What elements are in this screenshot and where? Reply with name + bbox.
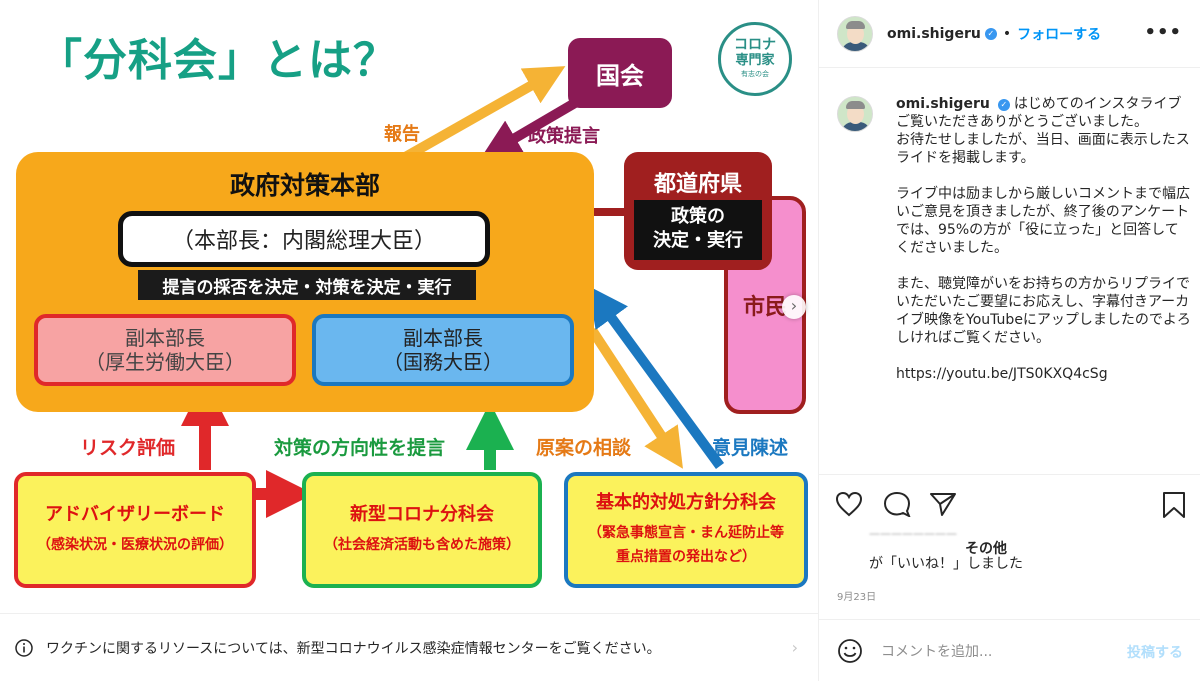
covid-subcommittee-title: 新型コロナ分科会 — [350, 504, 494, 525]
caption-paragraph-1: はじめてのインスタライブご覧いただきありがとうございました。 お待たせしましたが… — [896, 96, 1190, 166]
hq-chief: （本部長：内閣総理大臣） — [118, 211, 490, 267]
likes-text: ———————— が「いいね！」しました — [869, 527, 1023, 573]
policy-proposal-label: 政策提言 — [528, 126, 600, 147]
slide-title: 「分科会」とは？ — [38, 35, 398, 86]
post-sidebar: omi.shigeru ✓ • フォローする ••• omi.shigeru✓は… — [818, 0, 1200, 681]
post-image[interactable]: 「分科会」とは？ コロナ 専門家 有志の会 国会 報告 政策提言 政府対策本部 … — [0, 0, 818, 613]
likes-suffix: が「いいね！」しました — [869, 556, 1023, 572]
prefecture-title: 都道府県 — [653, 172, 742, 197]
chevron-right-icon: › — [791, 638, 798, 657]
comment-bar: コメントを追加... 投稿する — [819, 619, 1200, 681]
risk-eval-label: リスク評価 — [80, 437, 176, 459]
covid-subcommittee-sub: （社会経済活動も含めた施策） — [324, 537, 520, 553]
next-slide-button[interactable]: › — [782, 295, 806, 319]
advisory-board-title: アドバイザリーボード — [45, 504, 225, 525]
vice2-line1: 副本部長 — [403, 326, 483, 350]
vaccine-info-banner[interactable]: ワクチンに関するリソースについては、新型コロナウイルス感染症情報センターをご覧く… — [0, 613, 818, 681]
separator-dot: • — [1002, 25, 1012, 42]
post-actions — [819, 474, 1200, 610]
logo-line-2: 専門家 — [735, 53, 775, 68]
comment-input[interactable]: コメントを追加... — [881, 643, 993, 660]
prefecture-action: 政策の 決定・実行 — [634, 200, 762, 260]
basic-policy-sub2: 重点措置の発出など） — [616, 549, 756, 565]
report-label: 報告 — [384, 124, 420, 145]
caption-link[interactable]: https://youtu.be/JTS0KXQ4cSg — [896, 366, 1108, 382]
vaccine-banner-text: ワクチンに関するリソースについては、新型コロナウイルス感染症情報センターをご覧く… — [46, 640, 661, 657]
vice1-line1: 副本部長 — [125, 326, 205, 350]
comment-icon[interactable] — [883, 491, 911, 517]
vice1-line2: （厚生労働大臣） — [85, 350, 245, 374]
bookmark-icon[interactable] — [1161, 491, 1187, 519]
logo-line-1: コロナ — [734, 37, 776, 53]
verified-badge-icon: ✓ — [984, 27, 997, 40]
hq-title: 政府対策本部 — [229, 171, 380, 200]
liked-by-users-blurred: ———————— — [869, 527, 957, 540]
caption-username[interactable]: omi.shigeru — [896, 96, 990, 112]
vice-chief-health: 副本部長 （厚生労働大臣） — [34, 314, 296, 386]
corona-experts-logo: コロナ 専門家 有志の会 — [718, 22, 792, 96]
basic-policy-title: 基本的対処方針分科会 — [596, 492, 776, 513]
vice2-line2: （国務大臣） — [383, 350, 503, 374]
advisory-board-sub: （感染状況・医療状況の評価） — [37, 537, 233, 553]
caption-verified-icon: ✓ — [997, 99, 1010, 111]
share-icon[interactable] — [929, 491, 957, 517]
direction-label: 対策の方向性を提言 — [274, 437, 446, 459]
prefecture-action-line2: 決定・実行 — [653, 230, 743, 251]
basic-policy-sub1: （緊急事態宣言・まん延防止等 — [588, 525, 784, 541]
info-icon — [15, 638, 33, 657]
slide-arrows — [96, 66, 725, 518]
diet-box: 国会 — [568, 38, 672, 108]
emoji-icon[interactable] — [837, 638, 863, 664]
follow-button[interactable]: フォローする — [1017, 26, 1102, 43]
heart-icon[interactable] — [835, 491, 863, 517]
logo-line-3: 有志の会 — [741, 70, 769, 78]
vice-chief-state: 副本部長 （国務大臣） — [312, 314, 574, 386]
caption-paragraph-3: また、聴覚障がいをお持ちの方からリプライでいただいたご要望にお応えし、字幕付きア… — [896, 276, 1191, 346]
basic-policy-subcommittee-box: 基本的対処方針分科会 （緊急事態宣言・まん延防止等 重点措置の発出など） — [564, 472, 808, 588]
caption-body: omi.shigeru ✓はじめてのインスタライブご覧いただきありがとうございまし… — [896, 95, 1192, 383]
avatar[interactable] — [837, 15, 873, 52]
citizens-label: 市民 — [742, 295, 787, 320]
post-header: omi.shigeru ✓ • フォローする ••• — [819, 0, 1200, 68]
header-username[interactable]: omi.shigeru — [887, 25, 981, 42]
caption-paragraph-2: ライブ中は励ましから厳しいコメントまで幅広いご意見を頂きましたが、終了後のアンケ… — [896, 186, 1190, 256]
covid-subcommittee-box: 新型コロナ分科会 （社会経済活動も含めた施策） — [302, 472, 542, 588]
post-date[interactable]: 9月23日 — [837, 592, 877, 603]
opinion-label: 意見陳述 — [712, 437, 789, 459]
caption-avatar[interactable] — [837, 96, 873, 132]
likes-others-link[interactable]: その他 — [965, 541, 1007, 557]
more-options-button[interactable]: ••• — [1144, 22, 1182, 43]
hq-action: 提言の採否を決定・対策を決定・実行 — [138, 270, 476, 300]
post-comment-button[interactable]: 投稿する — [1127, 645, 1183, 661]
advisory-board-box: アドバイザリーボード （感染状況・医療状況の評価） — [14, 472, 256, 588]
draft-consult-label: 原案の相談 — [536, 437, 632, 459]
prefecture-action-line1: 政策の — [671, 206, 725, 227]
